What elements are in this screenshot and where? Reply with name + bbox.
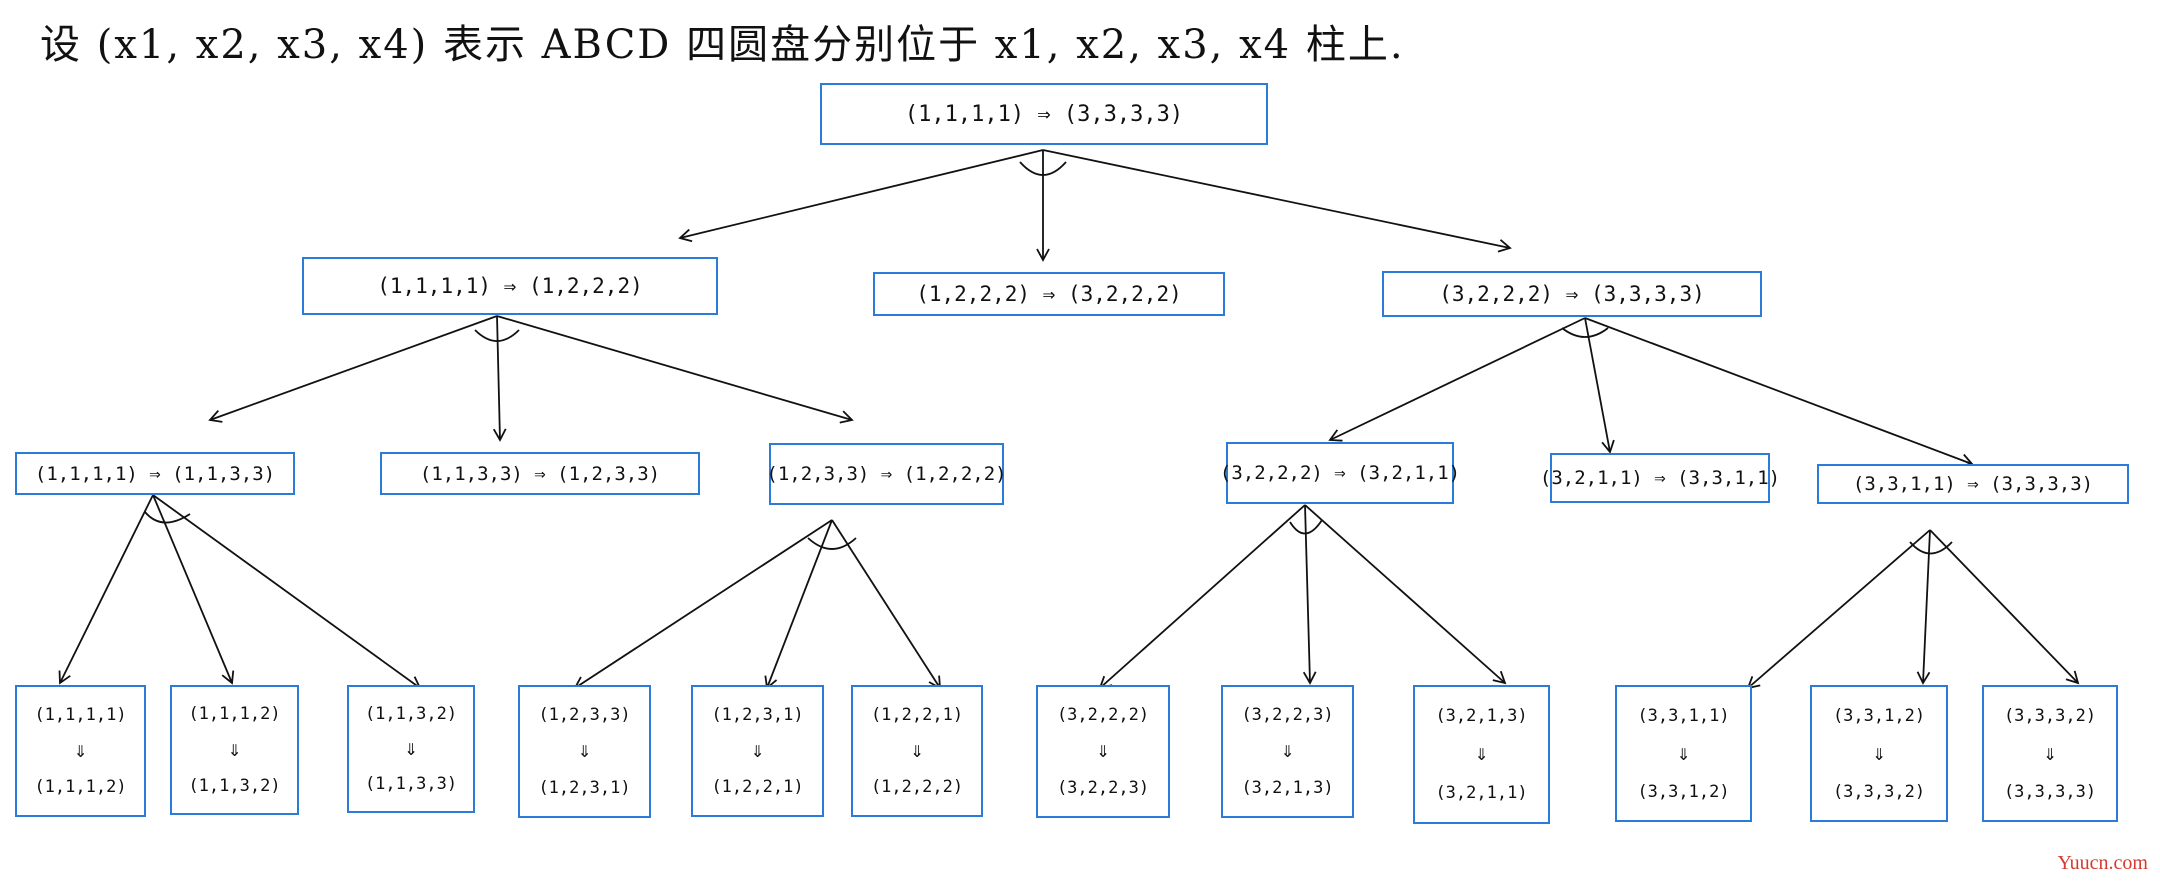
and-arc-l2d [1289,519,1323,535]
edge-l2f-leaf12 [1929,529,2080,685]
leaf-node: (1,1,1,1) ⇓ (1,1,1,2) [15,685,146,817]
watermark: Yuucn.com [2057,852,2148,874]
edge-l2c-leaf6 [831,519,942,690]
node-level1-right: (3,2,2,2) ⇒ (3,3,3,3) [1382,271,1762,317]
down-double-arrow-icon: ⇓ [227,736,242,762]
node-level1-middle: (1,2,2,2) ⇒ (3,2,2,2) [873,272,1225,316]
down-double-arrow-icon: ⇓ [73,737,88,763]
leaf-node: (3,3,3,2) ⇓ (3,3,3,3) [1982,685,2118,822]
edge-l2f-leaf11 [1916,529,1931,685]
down-double-arrow-icon: ⇓ [1096,738,1110,764]
edge-l2d-leaf9 [1304,504,1507,685]
leaf-to: (3,3,3,2) [1832,781,1926,802]
leaf-to: (1,1,1,2) [34,777,127,798]
edge-l1c-l2d [1328,317,1586,442]
edge-l1c-l2e [1584,317,1615,454]
down-double-arrow-icon: ⇓ [750,737,765,763]
leaf-to: (1,1,3,3) [364,774,458,794]
leaf-node: (3,2,1,3) ⇓ (3,2,1,1) [1413,685,1550,824]
leaf-node: (1,2,3,3) ⇓ (1,2,3,1) [518,685,651,818]
leaf-from: (1,1,1,1) [34,704,127,725]
leaf-to: (3,3,3,3) [2003,781,2097,802]
edge-l1c-l2f [1584,317,1974,467]
and-arc-l1a [474,329,520,342]
leaf-to: (3,2,2,3) [1056,778,1150,799]
edge-l1a-l2a [208,315,498,423]
leaf-from: (1,2,3,1) [711,704,804,725]
leaf-to: (3,2,1,1) [1435,783,1528,804]
and-arc-l2a [144,511,191,524]
edge-l2c-leaf5 [764,519,833,690]
and-arc-l2c [807,537,857,550]
page-title: 设 (x1, x2, x3, x4) 表示 ABCD 四圆盘分别位于 x1, x… [40,22,1405,68]
leaf-from: (3,3,1,1) [1637,705,1730,726]
node-level1-left: (1,1,1,1) ⇒ (1,2,2,2) [302,257,718,315]
edge-l2c-leaf4 [573,519,833,690]
leaf-to: (3,2,1,3) [1241,778,1334,799]
edge-l2f-leaf10 [1746,529,1931,690]
and-arc-root [1019,161,1067,176]
node-level2-4: (3,2,2,2) ⇒ (3,2,1,1) [1220,442,1460,504]
edge-l1a-l2c [496,315,854,424]
and-arc-l1c [1561,327,1609,338]
down-double-arrow-icon: ⇓ [1872,740,1886,766]
leaf-from: (3,3,1,2) [1832,705,1926,726]
down-double-arrow-icon: ⇓ [1280,738,1295,764]
leaf-to: (1,1,3,2) [188,775,281,796]
down-double-arrow-icon: ⇓ [1474,741,1489,767]
leaf-from: (1,1,3,2) [364,704,458,724]
down-double-arrow-icon: ⇓ [910,737,924,763]
leaf-from: (3,2,2,2) [1056,704,1150,725]
edge-root-l1a [678,149,1044,243]
edge-l2d-leaf8 [1302,504,1317,685]
leaf-from: (3,2,1,3) [1435,705,1528,726]
leaf-node: (1,1,3,2) ⇓ (1,1,3,3) [347,685,475,813]
node-level2-5: (3,2,1,1) ⇒ (3,3,1,1) [1540,453,1780,503]
down-double-arrow-icon: ⇓ [2043,740,2057,766]
leaf-node: (3,3,1,2) ⇓ (3,3,3,2) [1810,685,1948,822]
leaf-to: (1,2,2,1) [711,777,804,798]
node-root: (1,1,1,1) ⇒ (3,3,3,3) [820,83,1268,145]
leaf-node: (1,2,2,1) ⇓ (1,2,2,2) [851,685,983,817]
leaf-from: (1,2,3,3) [538,704,631,725]
leaf-node: (1,1,1,2) ⇓ (1,1,3,2) [170,685,299,815]
edge-l2a-leaf1 [58,494,154,685]
leaf-to: (1,2,3,1) [538,778,631,799]
leaf-node: (3,2,2,2) ⇓ (3,2,2,3) [1036,685,1170,818]
node-level2-2: (1,1,3,3) ⇒ (1,2,3,3) [380,452,700,495]
leaf-node: (1,2,3,1) ⇓ (1,2,2,1) [691,685,824,817]
leaf-from: (1,1,1,2) [188,704,281,725]
down-double-arrow-icon: ⇓ [1676,740,1691,766]
down-double-arrow-icon: ⇓ [577,738,592,764]
node-level2-3: (1,2,3,3) ⇒ (1,2,2,2) [766,443,1007,505]
edge-root-l1c [1042,149,1512,253]
node-level2-6: (3,3,1,1) ⇒ (3,3,3,3) [1817,464,2129,504]
leaf-from: (1,2,2,1) [870,704,964,725]
edge-l1a-l2b [492,315,507,442]
and-arc-l2f [1909,541,1953,555]
leaf-from: (3,2,2,3) [1241,704,1334,725]
node-level2-1: (1,1,1,1) ⇒ (1,1,3,3) [15,452,295,495]
leaf-node: (3,3,1,1) ⇓ (3,3,1,2) [1615,685,1752,822]
edge-l2d-leaf7 [1098,504,1306,690]
down-double-arrow-icon: ⇓ [404,736,418,761]
edge-l2a-leaf2 [152,494,235,685]
leaf-from: (3,3,3,2) [2003,705,2097,726]
leaf-node: (3,2,2,3) ⇓ (3,2,1,3) [1221,685,1354,818]
leaf-to: (3,3,1,2) [1637,781,1730,802]
leaf-to: (1,2,2,2) [870,777,964,798]
edge-l2a-leaf3 [152,494,422,690]
